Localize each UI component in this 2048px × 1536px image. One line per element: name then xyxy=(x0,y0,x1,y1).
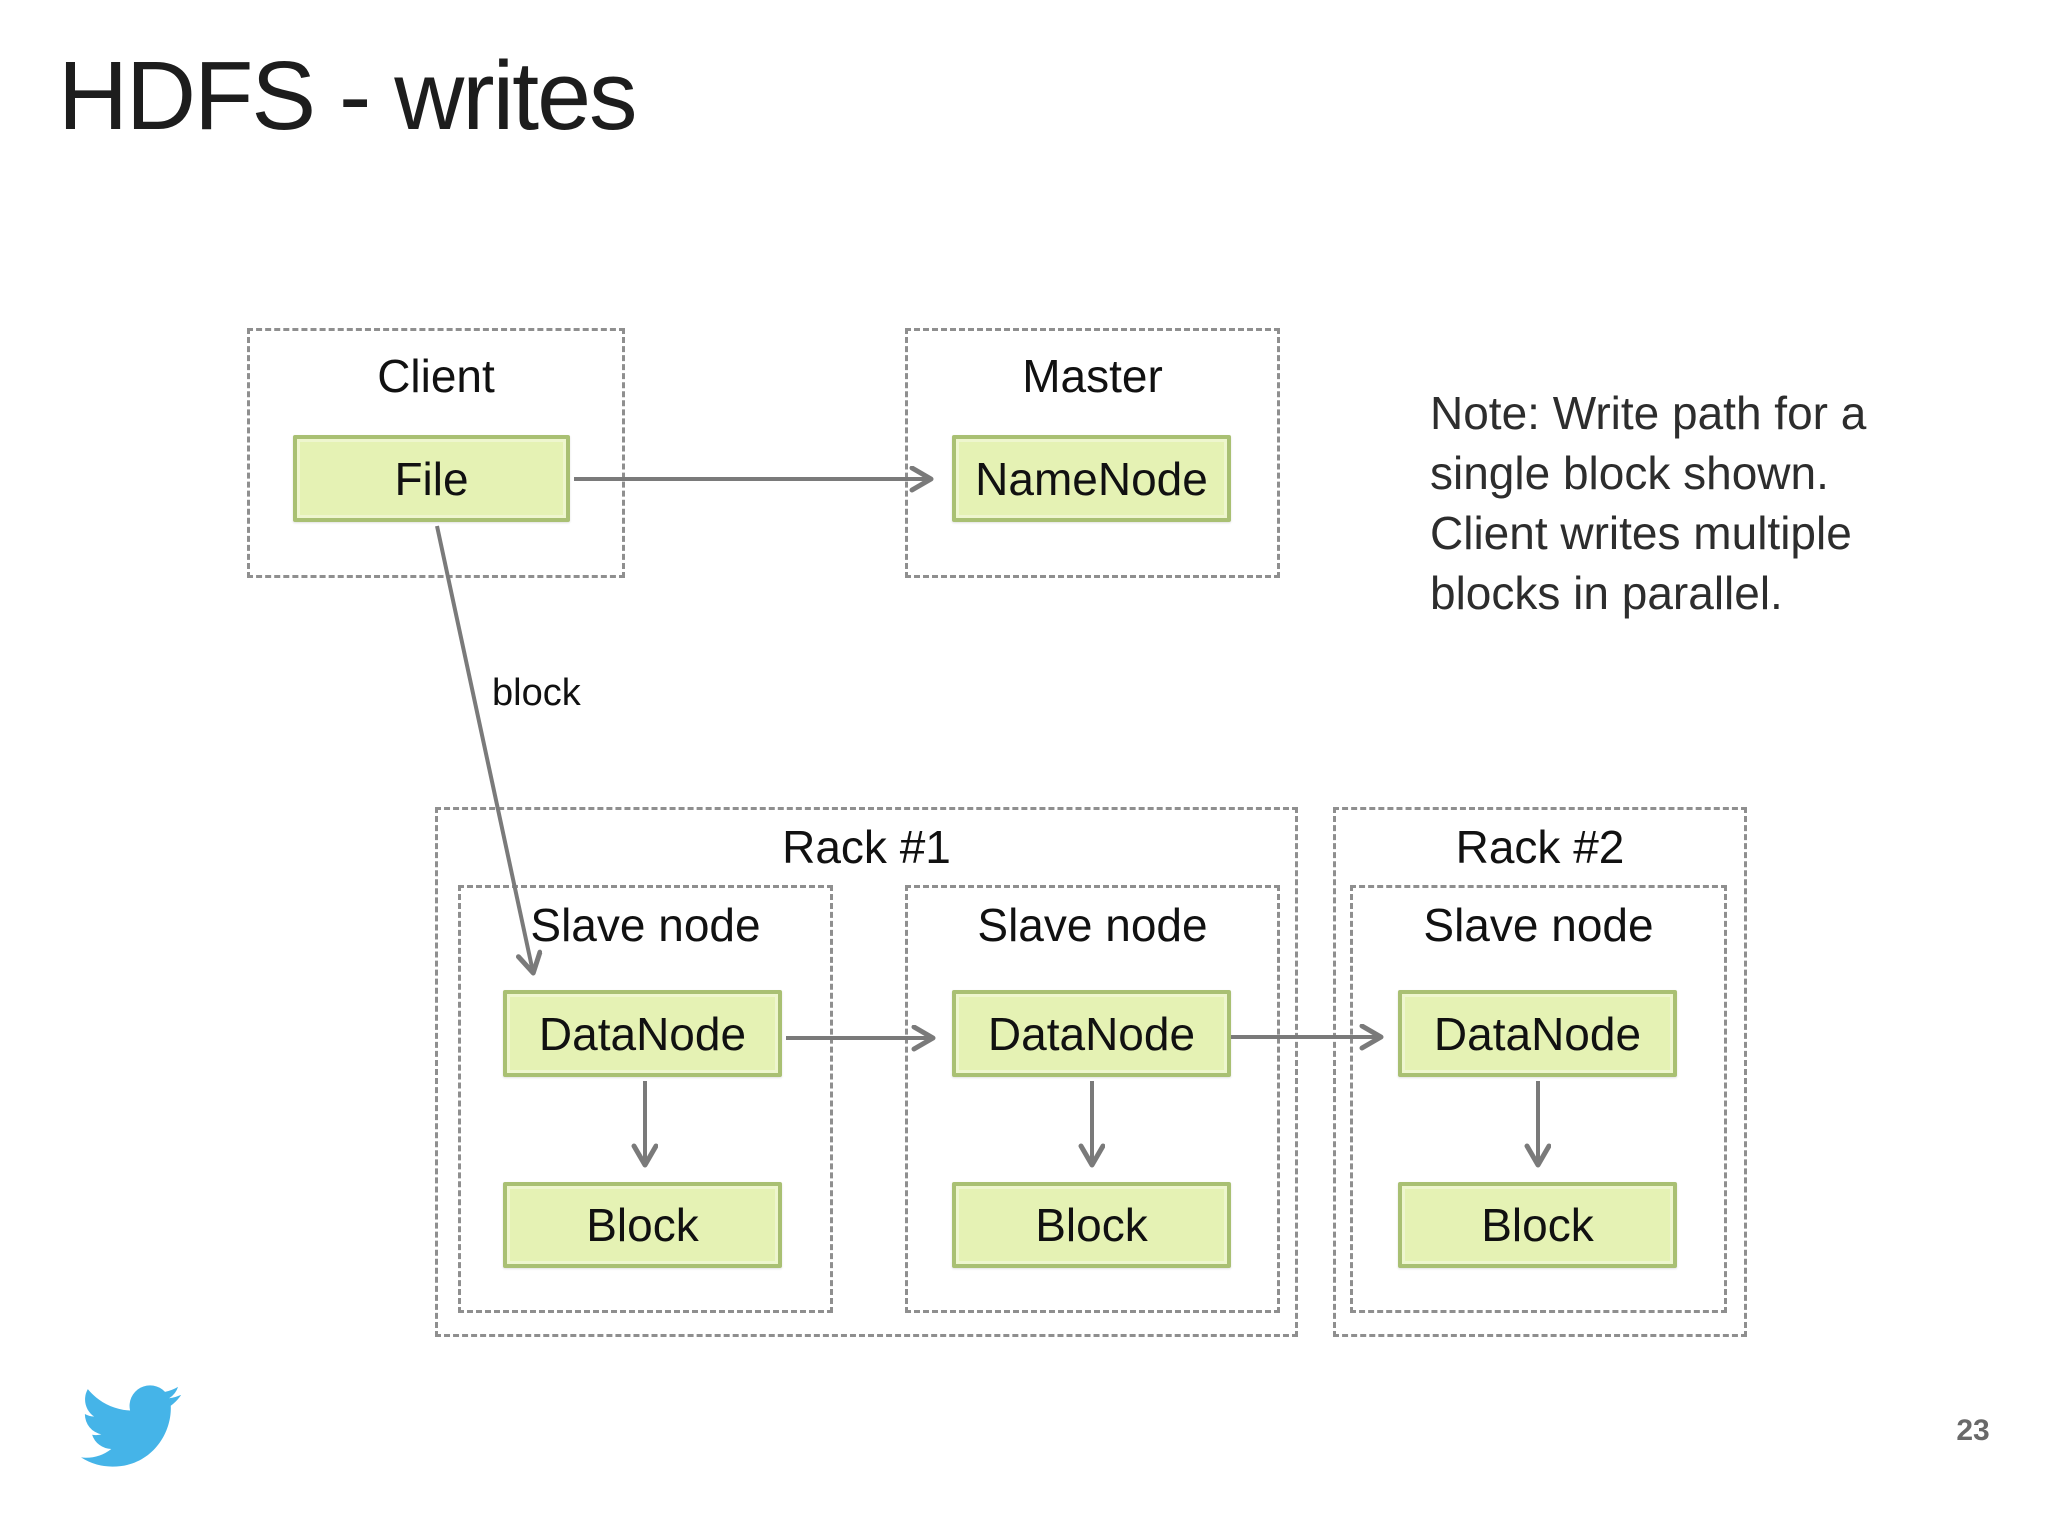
note-line: single block shown. xyxy=(1430,447,1829,499)
block-node-2: Block xyxy=(952,1182,1231,1268)
page-number: 23 xyxy=(1956,1414,1990,1447)
block-node-3: Block xyxy=(1398,1182,1677,1268)
note-line: Client writes multiple xyxy=(1430,507,1852,559)
twitter-bird-icon xyxy=(81,1385,181,1467)
file-node: File xyxy=(293,435,570,522)
client-group-label: Client xyxy=(377,350,495,402)
slave-node-group-1: Slave node xyxy=(458,885,833,1313)
datanode-node-1: DataNode xyxy=(503,990,782,1077)
slave-node-label: Slave node xyxy=(977,899,1208,951)
slide-title: HDFS - writes xyxy=(58,41,638,150)
slave-node-group-3: Slave node xyxy=(1350,885,1727,1313)
namenode-node: NameNode xyxy=(952,435,1231,522)
master-group: Master xyxy=(905,328,1280,578)
slave-node-label: Slave node xyxy=(1423,899,1654,951)
datanode-node-2: DataNode xyxy=(952,990,1231,1077)
block-edge-label: block xyxy=(492,672,581,714)
rack1-label: Rack #1 xyxy=(782,821,951,873)
slave-node-label: Slave node xyxy=(530,899,761,951)
note-text: Note: Write path for a single block show… xyxy=(1430,383,1990,623)
datanode-node-3: DataNode xyxy=(1398,990,1677,1077)
rack2-group: Rack #2 xyxy=(1333,807,1747,1337)
note-line: blocks in parallel. xyxy=(1430,567,1783,619)
rack2-label: Rack #2 xyxy=(1455,821,1625,873)
slave-node-group-2: Slave node xyxy=(905,885,1280,1313)
rack1-group: Rack #1 xyxy=(435,807,1298,1337)
block-node-1: Block xyxy=(503,1182,782,1268)
note-line: Note: Write path for a xyxy=(1430,387,1867,439)
master-group-label: Master xyxy=(1022,350,1163,402)
